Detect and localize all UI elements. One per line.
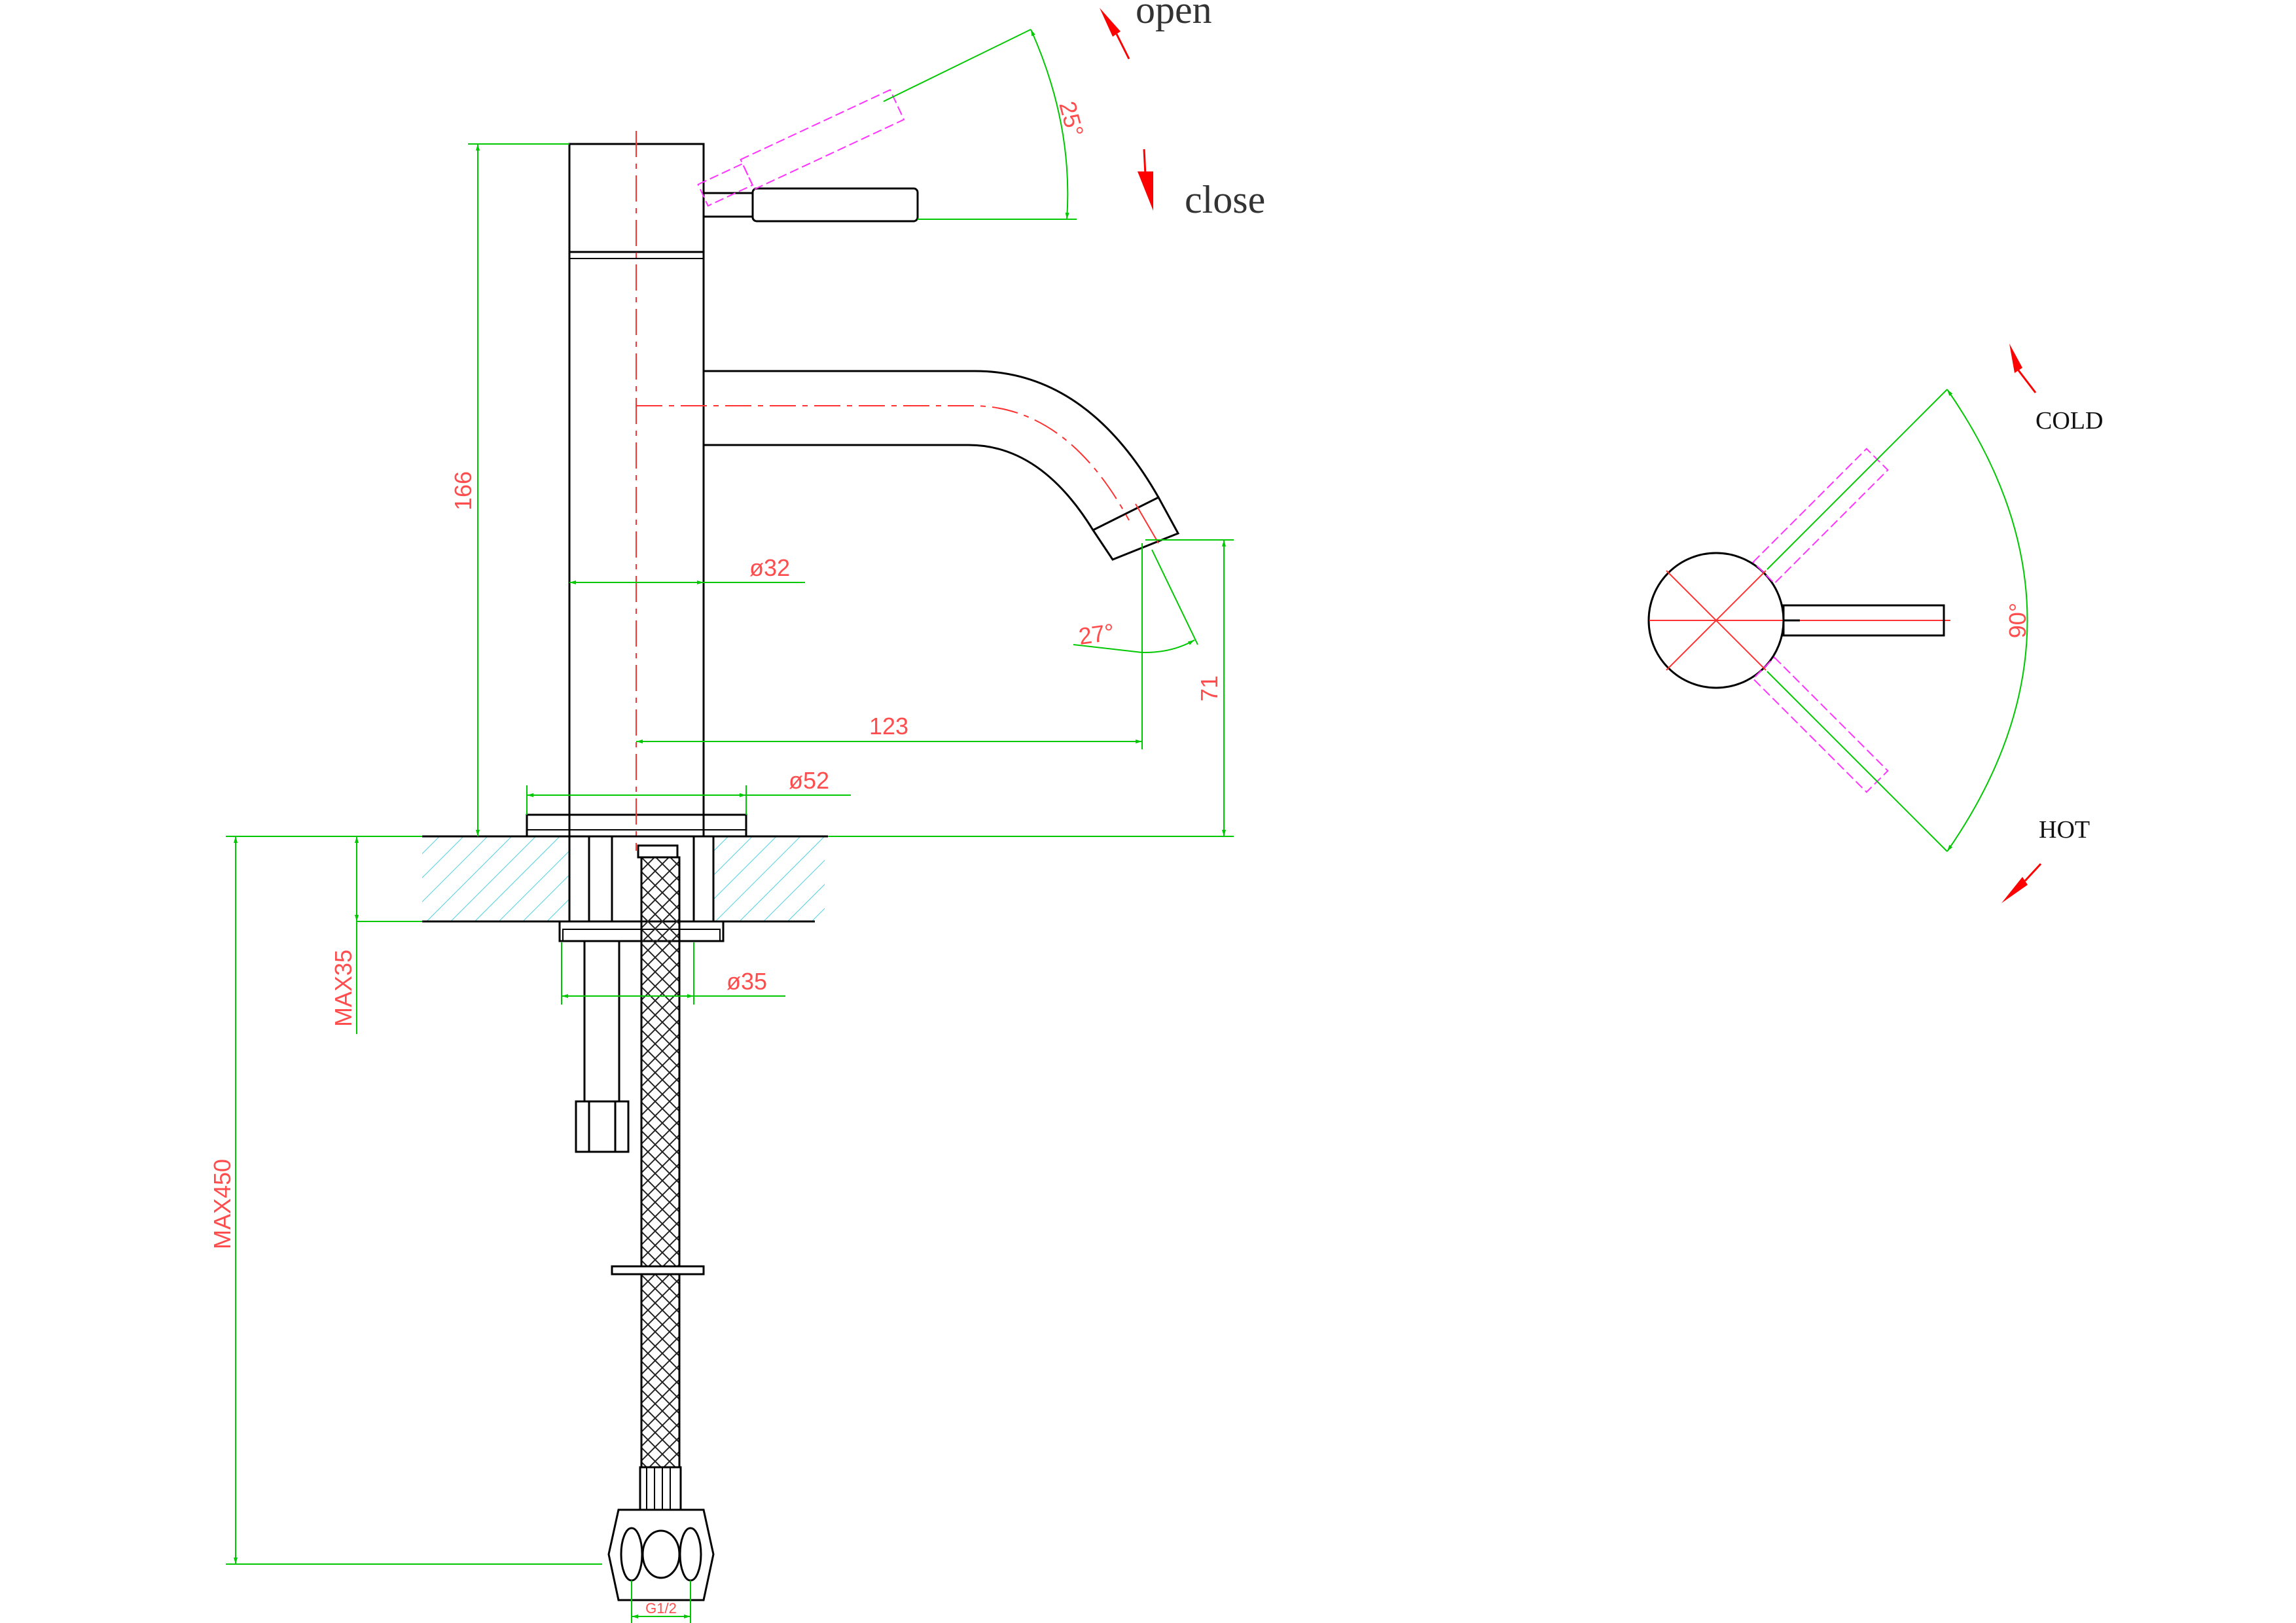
dim-max-35: MAX35 [330,950,357,1027]
lever-open-position [697,89,905,207]
dim-g12: G1/2 [645,1600,677,1616]
label-close: close [1185,178,1265,221]
dim-max-450: MAX450 [209,1159,236,1249]
dim-71: 71 [1196,675,1223,702]
hose-connector-nut [607,1508,715,1601]
spout [704,370,1160,531]
faucet-side-view [526,143,1180,838]
rod-nut [575,1100,630,1153]
dimension-lines [226,29,1234,1623]
dim-dia-35: ø35 [726,968,767,995]
spout-tip [1091,496,1180,561]
dim-166: 166 [450,471,476,510]
dim-angle-25: 25° [1054,98,1089,139]
countertop [422,835,828,923]
dim-dia-52: ø52 [789,767,829,794]
dim-dia-32: ø32 [749,554,790,581]
centerlines [636,131,1130,851]
threaded-rod [583,940,620,1103]
label-hot: HOT [2039,816,2090,844]
dim-angle-90: 90° [2004,603,2031,638]
dim-123: 123 [869,713,908,740]
dim-angle-27: 27° [1077,618,1116,650]
flexible-hose [607,856,715,1601]
hot-arrow-icon [2001,877,2028,903]
faucet-top-view: 90° COLD HOT [1647,344,2103,903]
cold-arrow-icon [2009,344,2022,373]
label-open: open [1136,0,1212,31]
open-arrow-icon [1100,8,1121,37]
lever-closed-handle [751,187,919,223]
close-arrow-icon [1138,171,1153,211]
label-cold: COLD [2036,407,2103,435]
